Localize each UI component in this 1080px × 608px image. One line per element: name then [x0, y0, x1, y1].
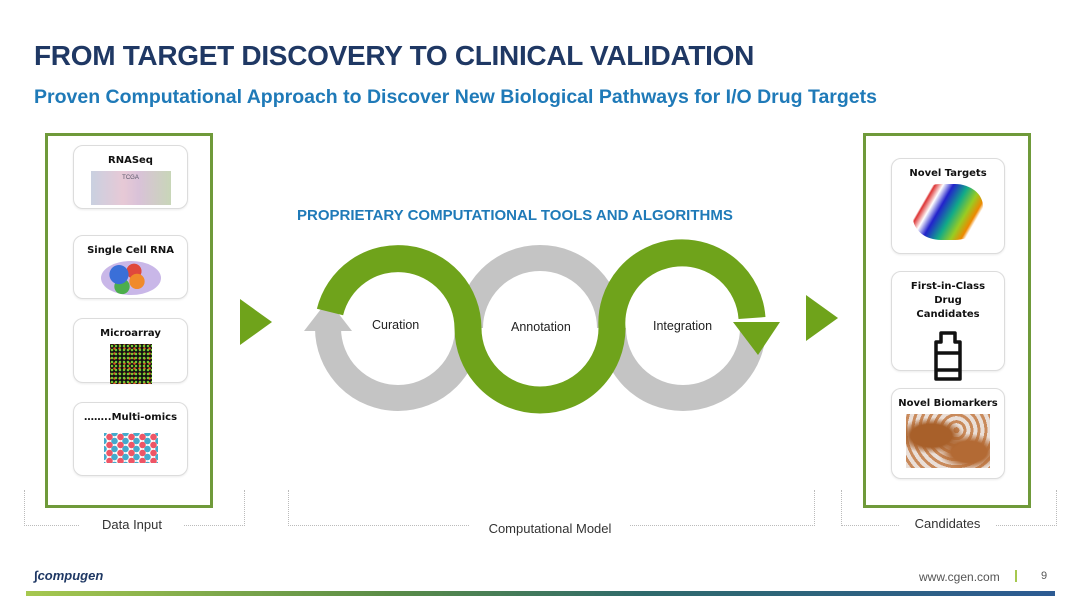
integration-gray-arc — [600, 327, 766, 411]
tsne-plot-image — [100, 261, 161, 295]
rnaseq-image: TCGA — [90, 171, 171, 205]
model-heading: PROPRIETARY COMPUTATIONAL TOOLS AND ALGO… — [297, 207, 733, 224]
compugen-logo: ∫compugen — [34, 568, 103, 583]
card-label: Novel Targets — [909, 168, 987, 179]
page-title: FROM TARGET DISCOVERY TO CLINICAL VALIDA… — [34, 40, 754, 71]
card-novel-targets: Novel Targets — [891, 158, 1005, 254]
card-label: Microarray — [100, 328, 161, 339]
microarray-image — [109, 344, 152, 384]
logo-text: compugen — [37, 568, 104, 583]
footer-url: www.cgen.com — [919, 570, 1000, 584]
curation-gray-arc — [315, 318, 481, 411]
card-multi-omics: ……..Multi-omics — [73, 402, 188, 476]
drug-vial-icon — [934, 331, 962, 381]
data-input-panel: RNASeq TCGA Single Cell RNA Microarray …… — [45, 133, 213, 508]
logo-swirl-icon: ∫ — [34, 568, 38, 583]
card-label: Novel Biomarkers — [898, 398, 998, 409]
footer-divider — [1015, 570, 1017, 582]
step-integration: Integration — [653, 319, 713, 333]
candidates-panel: Novel Targets First-in-Class Drug Candid… — [863, 133, 1031, 508]
page-subtitle: Proven Computational Approach to Discove… — [34, 86, 877, 108]
multi-omics-image — [103, 433, 158, 463]
card-rnaseq: RNASeq TCGA — [73, 145, 188, 209]
annotation-gray-arc — [457, 245, 623, 329]
s-curve-green-path — [316, 239, 766, 414]
card-novel-biomarkers: Novel Biomarkers — [891, 388, 1005, 479]
step-curation: Curation — [372, 318, 420, 332]
tissue-stain-image — [906, 414, 990, 468]
card-label: ……..Multi-omics — [83, 412, 178, 423]
protein-structure-image — [913, 184, 983, 240]
card-label: First-in-Class Drug Candidates — [910, 281, 986, 320]
footer-gradient-bar — [26, 591, 1055, 596]
integration-arrowhead-icon — [733, 322, 780, 355]
flow-arrow-right-icon — [806, 295, 838, 341]
page-number: 9 — [1041, 570, 1048, 582]
card-microarray: Microarray — [73, 318, 188, 384]
card-label: Single Cell RNA — [87, 245, 174, 256]
model-label: Computational Model — [470, 521, 630, 536]
data-input-label: Data Input — [80, 517, 184, 532]
candidates-label: Candidates — [900, 516, 995, 531]
card-label: RNASeq — [108, 155, 153, 166]
card-drug-candidates: First-in-Class Drug Candidates — [891, 271, 1005, 381]
flow-arrow-right-icon — [240, 299, 272, 345]
card-single-cell-rna: Single Cell RNA — [73, 235, 188, 299]
curation-arrowhead-icon — [304, 300, 352, 331]
step-annotation: Annotation — [511, 320, 571, 334]
